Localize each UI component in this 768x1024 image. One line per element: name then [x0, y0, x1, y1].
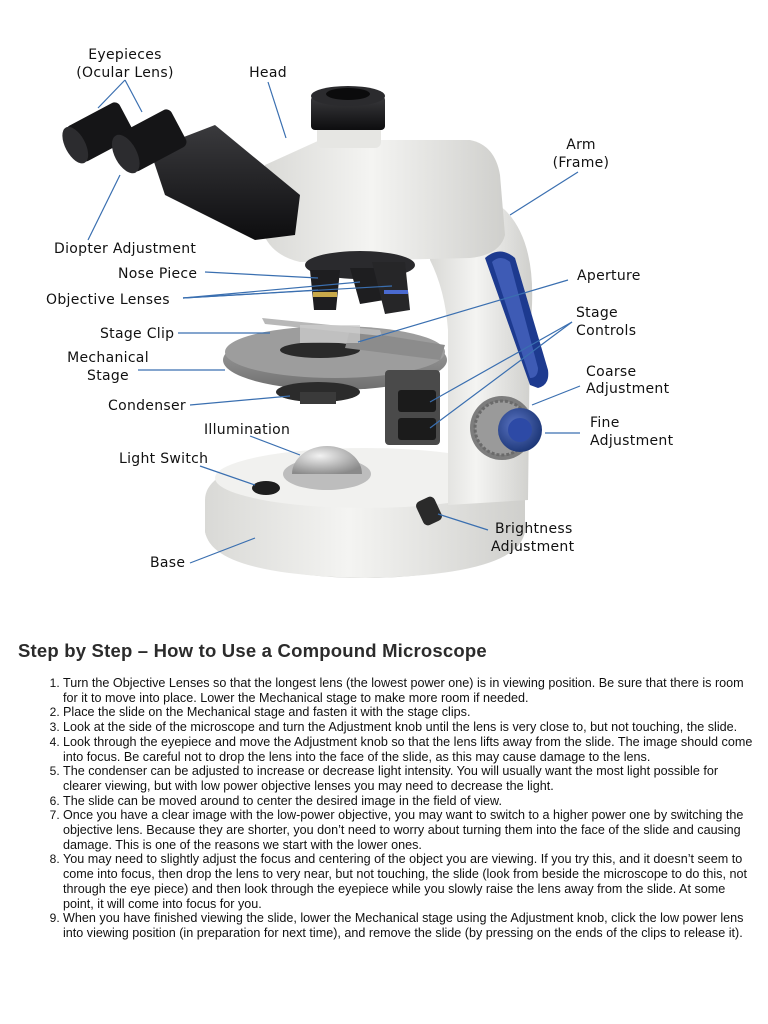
label-arm: Arm [566, 137, 596, 153]
stage-controls-shape [385, 370, 440, 445]
label-fine-2: Adjustment [590, 433, 674, 449]
label-frame: (Frame) [553, 155, 610, 171]
brightness-wheel[interactable] [414, 495, 443, 527]
label-stage-controls-1: Stage [576, 305, 618, 321]
label-nose-piece: Nose Piece [118, 266, 197, 282]
illumination-dome [283, 446, 371, 490]
label-head: Head [249, 65, 287, 81]
binocular-tubes [150, 125, 300, 240]
label-mechanical-2: Stage [87, 368, 129, 384]
label-aperture: Aperture [577, 268, 641, 284]
microscope-diagram: Eyepieces (Ocular Lens) Head Arm (Frame)… [46, 47, 674, 578]
diagram-labels: Eyepieces (Ocular Lens) Head Arm (Frame)… [46, 47, 674, 571]
stage-clip-shape [262, 318, 382, 343]
leader-lines [87, 79, 581, 564]
label-brightness-2: Adjustment [491, 539, 575, 555]
eyepieces-shape [62, 102, 187, 174]
section-title: Step by Step – How to Use a Compound Mic… [18, 640, 487, 661]
label-condenser: Condenser [108, 398, 186, 414]
step-item: Place the slide on the Mechanical stage … [63, 705, 753, 720]
label-stage-clip: Stage Clip [100, 326, 174, 342]
label-diopter-adjustment: Diopter Adjustment [54, 241, 196, 257]
label-coarse-1: Coarse [586, 364, 636, 380]
label-illumination: Illumination [204, 422, 290, 438]
step-item: You may need to slightly adjust the focu… [63, 852, 753, 911]
objective-lenses-shape [310, 262, 410, 314]
label-eyepieces: Eyepieces [88, 47, 161, 63]
instructions-section: Step by Step – How to Use a Compound Mic… [18, 640, 753, 941]
fine-adjustment-knob[interactable] [498, 408, 542, 452]
label-base: Base [150, 555, 185, 571]
label-fine-1: Fine [590, 415, 620, 431]
label-objective-lenses: Objective Lenses [46, 292, 170, 308]
step-item: Look at the side of the microscope and t… [63, 720, 753, 735]
step-item: Look through the eyepiece and move the A… [63, 735, 753, 764]
label-coarse-2: Adjustment [586, 381, 670, 397]
step-item: The condenser can be adjusted to increas… [63, 764, 753, 793]
label-brightness-1: Brightness [495, 521, 573, 537]
head-body [262, 109, 505, 262]
camera-port [311, 86, 385, 130]
label-mechanical-1: Mechanical [67, 350, 149, 366]
base-shape [205, 448, 525, 578]
steps-list: Turn the Objective Lenses so that the lo… [18, 676, 753, 941]
step-item: The slide can be moved around to center … [63, 794, 753, 809]
label-light-switch: Light Switch [119, 451, 208, 467]
label-ocular-lens: (Ocular Lens) [76, 65, 173, 81]
step-item: When you have finished viewing the slide… [63, 911, 753, 940]
step-item: Once you have a clear image with the low… [63, 808, 753, 852]
condenser-shape [276, 382, 360, 404]
label-stage-controls-2: Controls [576, 323, 636, 339]
step-item: Turn the Objective Lenses so that the lo… [63, 676, 753, 705]
light-switch-button[interactable] [252, 481, 280, 495]
